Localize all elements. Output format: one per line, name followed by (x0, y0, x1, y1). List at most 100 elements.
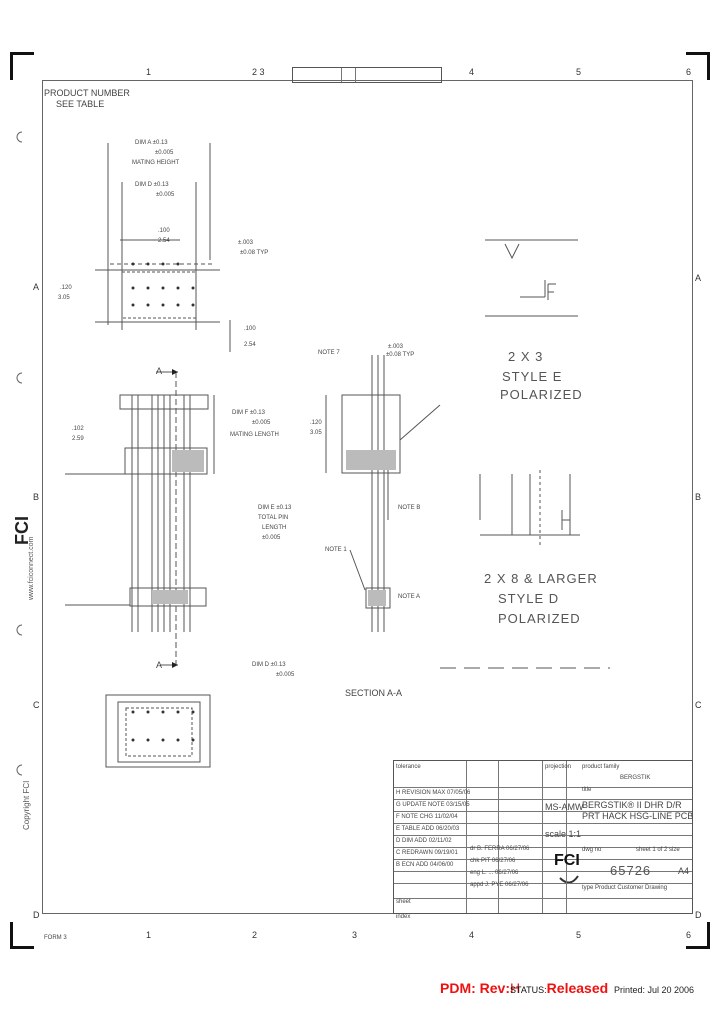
zone-bottom-1: 1 (146, 930, 152, 940)
label-dim-d: DIM D ±0.13 (135, 182, 169, 188)
rev-row-e: E TABLE ADD 06/20/03 (396, 826, 460, 832)
style-e-size: 2 X 3 (508, 349, 544, 364)
rev-row-c: C REDRAWN 09/19/01 (396, 850, 458, 856)
footer-printed: Printed: Jul 20 2006 (614, 985, 695, 995)
crop-mark-tl-v (10, 52, 13, 80)
zone-top-23: 2 3 (252, 67, 265, 77)
side-copyright: Copyright FCI (22, 780, 31, 830)
crop-mark-tr-h (686, 52, 710, 55)
label-typ: ±.003 (388, 344, 403, 350)
label-dim-a: DIM A ±0.13 (135, 140, 168, 146)
zone-right-a: A (695, 273, 702, 283)
label-note-a: NOTE A (398, 594, 421, 600)
zone-top-4: 4 (469, 67, 475, 77)
top-rev-strip (292, 67, 442, 83)
tb-product-family-label: product family (582, 764, 620, 770)
status-value: Released (546, 980, 609, 996)
tb-type: type Product Customer Drawing (582, 885, 668, 891)
label-section-a-bottom: A (156, 660, 163, 670)
label-mating-height: MATING HEIGHT (132, 160, 180, 166)
crop-mark-tl-h (10, 52, 34, 55)
zone-right-c: C (695, 700, 702, 710)
zone-bottom-2: 2 (252, 930, 258, 940)
zone-bottom-3: 3 (352, 930, 358, 940)
drawing-frame (42, 80, 693, 914)
rev-row-h: H REVISION MAX 07/05/06 (396, 790, 471, 796)
tb-index-row: index (396, 914, 411, 920)
footer-pdm: PDM: Rev:H (440, 980, 520, 996)
tb-projection: projection (545, 764, 572, 770)
label-typ-b: ±0.08 TYP (240, 250, 269, 256)
label-dim-f-in: ±0.005 (252, 420, 271, 426)
zone-bottom-6: 6 (686, 930, 692, 940)
label-note-1: NOTE 1 (325, 547, 347, 553)
style-e-polarized: POLARIZED (500, 387, 583, 402)
zone-top-6: 6 (686, 67, 692, 77)
label-total-pin: TOTAL PIN (258, 515, 289, 521)
pdm-rev: H (510, 980, 521, 996)
label-dim-e-in: ±0.005 (262, 535, 281, 541)
appr-chk: chk PIT 06/27/06 (470, 858, 516, 864)
zone-top-5: 5 (576, 67, 582, 77)
label-note-b: NOTE B (398, 505, 421, 511)
zone-left-c: C (33, 700, 40, 710)
tb-dwg-no: 65726 (610, 863, 652, 878)
style-e-name: STYLE E (502, 369, 563, 384)
zone-left-d: D (33, 910, 40, 920)
label-section-aa: SECTION A-A (345, 688, 403, 698)
label-typ-a: ±.003 (238, 240, 253, 246)
note-see-table: SEE TABLE (56, 99, 105, 109)
tb-tolerance: tolerance (396, 764, 421, 770)
label-dim-d-bottom: DIM D ±0.13 (252, 662, 286, 668)
tb-scale: scale 1:1 (545, 829, 582, 839)
label-typ-2: ±0.08 TYP (386, 352, 415, 358)
corner-form: FORM 3 (44, 935, 67, 941)
label-254: 2.54 (158, 238, 170, 244)
zone-bottom-4: 4 (469, 930, 475, 940)
label-120: .120 (60, 285, 72, 291)
label-section-a-top: A (156, 366, 163, 376)
tb-drawn-by: MS-AMW (545, 802, 584, 812)
zone-top-1: 1 (146, 67, 152, 77)
label-dim-d-in: ±0.005 (156, 192, 175, 198)
label-305: 3.05 (58, 295, 70, 301)
rev-row-g: G UPDATE NOTE 03/15/05 (396, 802, 470, 808)
label-dim-a-in: ±0.005 (155, 150, 174, 156)
zone-bottom-5: 5 (576, 930, 582, 940)
label-dim-d-bottom-in: ±0.005 (276, 672, 295, 678)
label-mating-length: MATING LENGTH (230, 432, 279, 438)
label-100b: .100 (244, 326, 256, 332)
appr-appd: appd J. PYE 06/27/06 (470, 882, 529, 888)
label-259: 2.59 (72, 436, 84, 442)
tb-size: A4 (678, 866, 690, 876)
zone-left-a: A (33, 282, 40, 292)
label-102: .102 (72, 426, 84, 432)
style-d-polarized: POLARIZED (498, 611, 581, 626)
style-d-name: STYLE D (498, 591, 560, 606)
crop-mark-br-v (707, 922, 710, 949)
appr-dr: dr B. FERRA 06/27/06 (470, 846, 530, 852)
tb-dwg-no-label: dwg no (582, 847, 602, 853)
rev-row-b: B ECN ADD 04/06/00 (396, 862, 454, 868)
label-note-7: NOTE 7 (318, 350, 340, 356)
zone-right-d: D (695, 910, 702, 920)
crop-mark-tr-v (707, 52, 710, 80)
label-254b: 2.54 (244, 342, 256, 348)
label-305-sec: 3.05 (310, 430, 322, 436)
tb-title-line2: PRT HACK HSG-LINE PCB (582, 811, 694, 821)
label-120-sec: .120 (310, 420, 322, 426)
crop-mark-bl-h (10, 946, 34, 949)
rev-row-f: F NOTE CHG 11/02/04 (396, 814, 458, 820)
tb-title-line1: BERGSTIK® II DHR D/R (582, 800, 682, 810)
label-dim-e: DIM E ±0.13 (258, 505, 292, 511)
label-dim-f: DIM F ±0.13 (232, 410, 265, 416)
style-d-size: 2 X 8 & LARGER (484, 571, 598, 586)
rev-row-d: D DIM ADD 02/11/02 (396, 838, 452, 844)
crop-mark-br-h (686, 946, 710, 949)
appr-eng: eng L. ... 06/27/06 (470, 870, 519, 876)
side-web: www.fciconnect.com (28, 536, 35, 600)
zone-right-b: B (695, 492, 702, 502)
tb-sheet-row: sheet (396, 899, 411, 905)
tb-sheet-label: sheet 1 of 2 size (636, 847, 680, 853)
